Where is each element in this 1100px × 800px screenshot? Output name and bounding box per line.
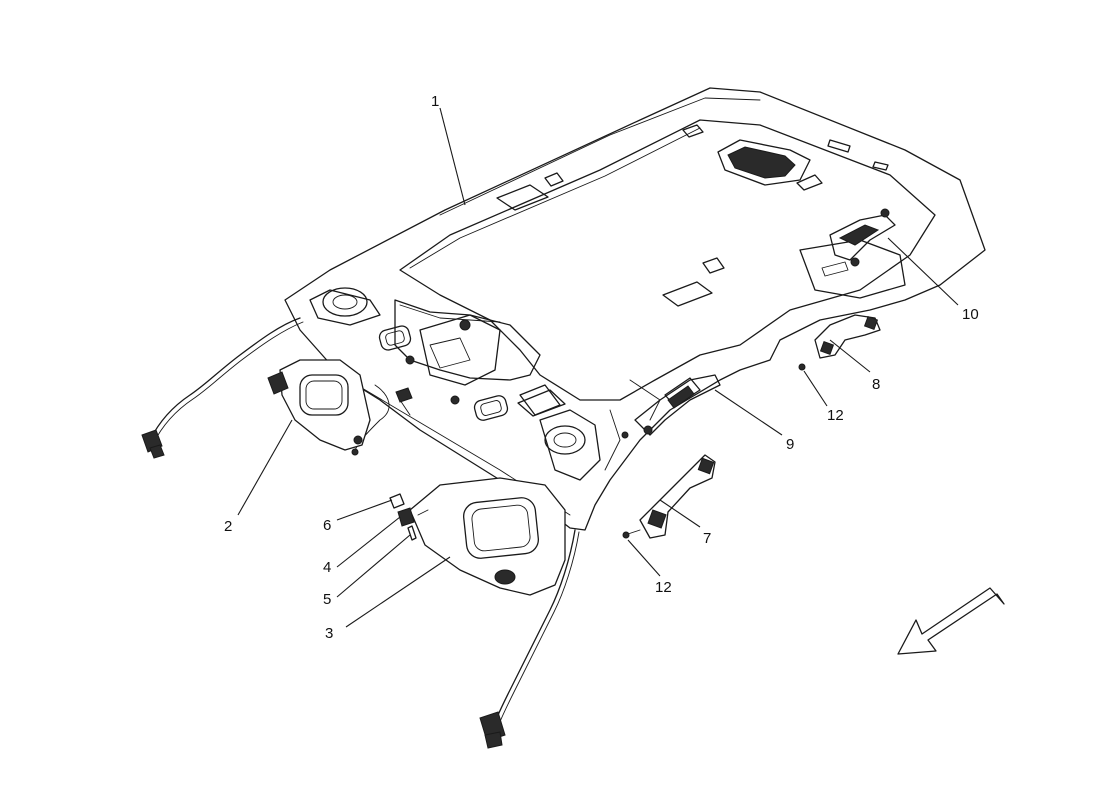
- callout-7: 7: [703, 530, 711, 547]
- callout-8: 8: [872, 376, 880, 393]
- headliner-panel: [284, 87, 986, 531]
- bracket-10: [829, 208, 896, 267]
- visor-clip-parts: [389, 493, 417, 541]
- callout-labels: 1 2 3 4 5 6 7 8 9 10 12 12: [224, 93, 979, 642]
- callout-6: 6: [323, 517, 331, 534]
- grab-handle-7: [622, 454, 716, 539]
- sun-visor-right: [409, 477, 566, 596]
- leader-lines: [237, 107, 959, 628]
- callout-12-lower: 12: [655, 579, 672, 596]
- callout-3: 3: [325, 625, 333, 642]
- callout-2: 2: [224, 518, 232, 535]
- callout-4: 4: [323, 559, 331, 576]
- grab-handle-8: [798, 314, 881, 371]
- direction-arrow-icon: [897, 587, 1005, 655]
- callout-1: 1: [431, 93, 439, 110]
- wiring-harness-left: [141, 317, 413, 459]
- sun-visor-left: [267, 359, 371, 451]
- callout-5: 5: [323, 591, 331, 608]
- wiring-harness-center: [479, 529, 580, 749]
- callout-9: 9: [786, 436, 794, 453]
- bracket-9: [621, 374, 721, 439]
- callout-12-upper: 12: [827, 407, 844, 424]
- callout-10: 10: [962, 306, 979, 323]
